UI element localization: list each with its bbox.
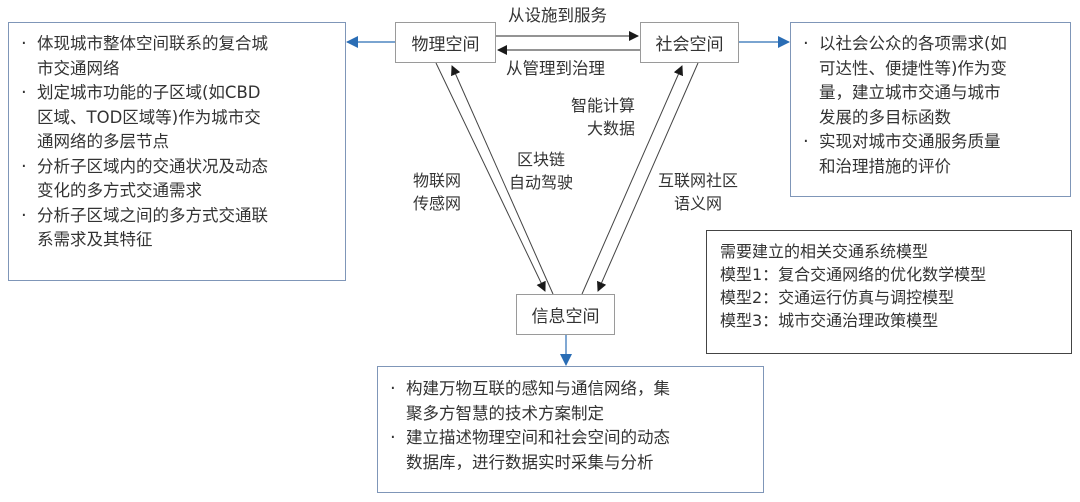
label-big-data: 大数据	[587, 119, 636, 138]
node-physical-space: 物理空间	[395, 22, 496, 63]
model-item: 模型2：交通运行仿真与调控模型	[720, 288, 955, 307]
arrow-physical-to-info	[435, 62, 546, 292]
arrow-info-to-social	[581, 65, 683, 295]
models-title: 需要建立的相关交通系统模型	[720, 242, 929, 261]
info-details-list: 构建万物互联的感知与通信网络，集 聚多方智慧的技术方案制定 建立描述物理空间和社…	[382, 377, 757, 475]
label-social-info-inner: 智能计算 大数据	[571, 94, 635, 140]
physical-details-box: 体现城市整体空间联系的复合城 市交通网络 划定城市功能的子区域(如CBD 区域、…	[8, 22, 346, 281]
label-iot: 物联网	[413, 171, 462, 190]
arrow-social-to-info	[597, 62, 699, 292]
social-details-box: 以社会公众的各项需求(如 可达性、便捷性等)作为变 量，建立城市交通与城市 发展…	[790, 22, 1071, 197]
info-detail-item: 建立描述物理空间和社会空间的动态 数据库，进行数据实时采集与分析	[382, 426, 757, 475]
node-social-space: 社会空间	[640, 22, 739, 63]
social-detail-item: 实现对城市交通服务质量 和治理措施的评价	[795, 130, 1064, 179]
info-detail-item: 构建万物互联的感知与通信网络，集 聚多方智慧的技术方案制定	[382, 377, 757, 426]
social-details-list: 以社会公众的各项需求(如 可达性、便捷性等)作为变 量，建立城市交通与城市 发展…	[795, 32, 1064, 179]
label-smart-computing: 智能计算	[571, 96, 636, 115]
model-item: 模型3：城市交通治理政策模型	[720, 311, 939, 330]
label-physical-info-inner: 区块链 自动驾驶	[509, 148, 573, 194]
social-detail-item: 以社会公众的各项需求(如 可达性、便捷性等)作为变 量，建立城市交通与城市 发展…	[795, 32, 1064, 130]
physical-details-list: 体现城市整体空间联系的复合城 市交通网络 划定城市功能的子区域(如CBD 区域、…	[13, 32, 337, 253]
label-semantic-web: 语义网	[674, 194, 723, 213]
label-physical-to-social: 从设施到服务	[508, 6, 607, 25]
label-blockchain: 区块链	[517, 150, 566, 169]
node-social-label: 社会空间	[655, 35, 724, 55]
physical-detail-item: 体现城市整体空间联系的复合城 市交通网络	[13, 32, 337, 81]
node-info-label: 信息空间	[531, 307, 600, 327]
info-details-box: 构建万物互联的感知与通信网络，集 聚多方智慧的技术方案制定 建立描述物理空间和社…	[377, 366, 764, 493]
label-internet-community: 互联网社区	[658, 171, 739, 190]
physical-detail-item: 划定城市功能的子区域(如CBD 区域、TOD区域等)作为城市交 通网络的多层节点	[13, 81, 337, 155]
label-physical-info-outer: 物联网 传感网	[413, 169, 461, 215]
model-item: 模型1：复合交通网络的优化数学模型	[720, 265, 987, 284]
arrow-info-to-physical	[451, 65, 554, 295]
physical-detail-item: 分析子区域之间的多方式交通联 系需求及其特征	[13, 204, 337, 253]
models-box: 需要建立的相关交通系统模型 模型1：复合交通网络的优化数学模型 模型2：交通运行…	[706, 230, 1072, 354]
physical-detail-item: 分析子区域内的交通状况及动态 变化的多方式交通需求	[13, 155, 337, 204]
label-social-to-physical: 从管理到治理	[506, 59, 605, 78]
label-sensor-network: 传感网	[413, 194, 462, 213]
label-autonomous-driving: 自动驾驶	[509, 173, 574, 192]
node-info-space: 信息空间	[516, 294, 615, 335]
label-social-info-outer: 互联网社区 语义网	[658, 169, 738, 215]
node-physical-label: 物理空间	[411, 35, 480, 55]
